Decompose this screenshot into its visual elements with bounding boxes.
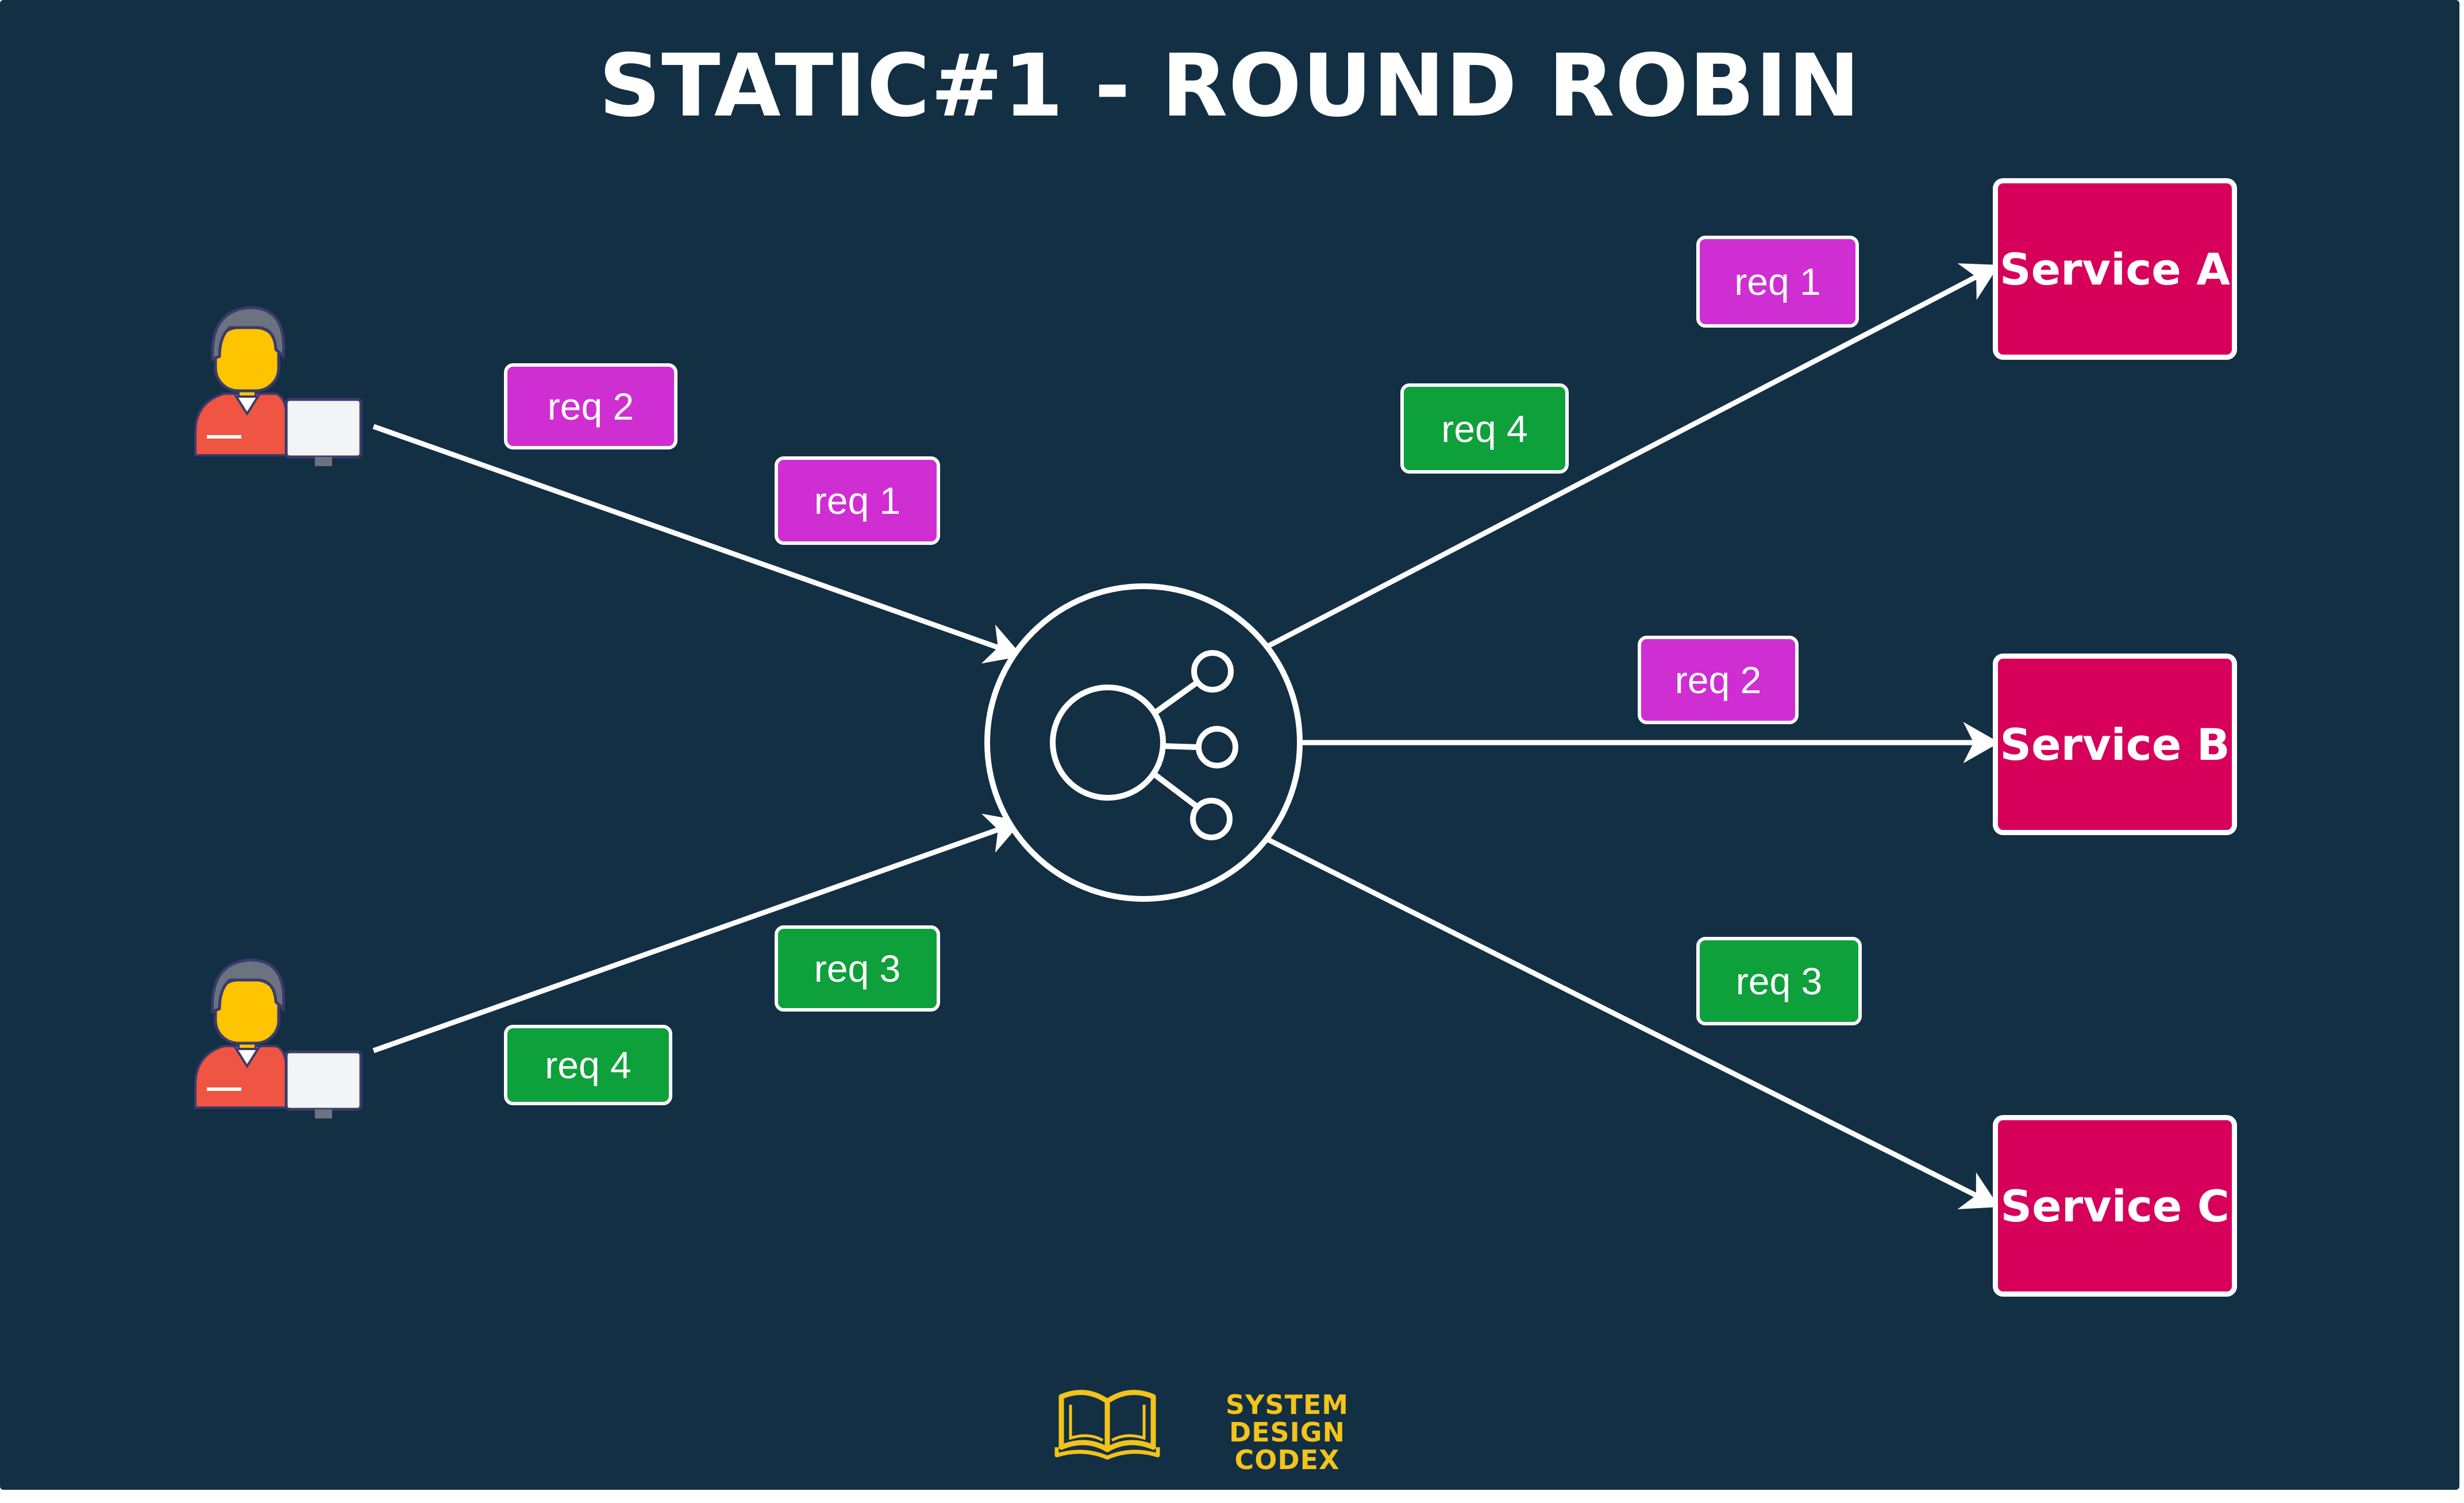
service-a-node: Service A <box>1993 178 2237 360</box>
client-2-user-at-computer-icon <box>194 958 363 1118</box>
service-c-node: Service C <box>1993 1115 2237 1297</box>
brand-logo: SYSTEM DESIGN CODEX <box>1054 1379 1411 1474</box>
request-out-tag: req 1 <box>1696 236 1859 328</box>
service-b-node: Service B <box>1993 654 2237 835</box>
request-out-tag: req 3 <box>1696 937 1862 1025</box>
arrow-client2-to-balancer <box>372 813 1023 1054</box>
arrow-client1-to-balancer <box>372 424 1023 664</box>
request-out-tag: req 4 <box>1400 383 1569 474</box>
request-in-tag: req 3 <box>775 925 940 1012</box>
request-out-tag: req 2 <box>1638 636 1799 724</box>
open-book-icon <box>1054 1390 1160 1460</box>
load-balancer-icon <box>984 583 1303 902</box>
request-in-tag: req 4 <box>504 1025 672 1105</box>
brand-line-2: CODEX <box>1234 1444 1340 1475</box>
client-1-user-at-computer-icon <box>194 306 363 466</box>
arrow-balancer-to-service-a <box>1265 263 1999 649</box>
arrow-balancer-to-service-c <box>1265 836 2000 1209</box>
diagram-title: STATIC#1 - ROUND ROBIN <box>599 36 1861 136</box>
request-in-tag: req 2 <box>504 363 677 449</box>
request-in-tag: req 1 <box>775 456 940 545</box>
brand-name: SYSTEM DESIGN CODEX <box>1164 1391 1411 1474</box>
brand-line-1: SYSTEM DESIGN <box>1225 1389 1349 1448</box>
